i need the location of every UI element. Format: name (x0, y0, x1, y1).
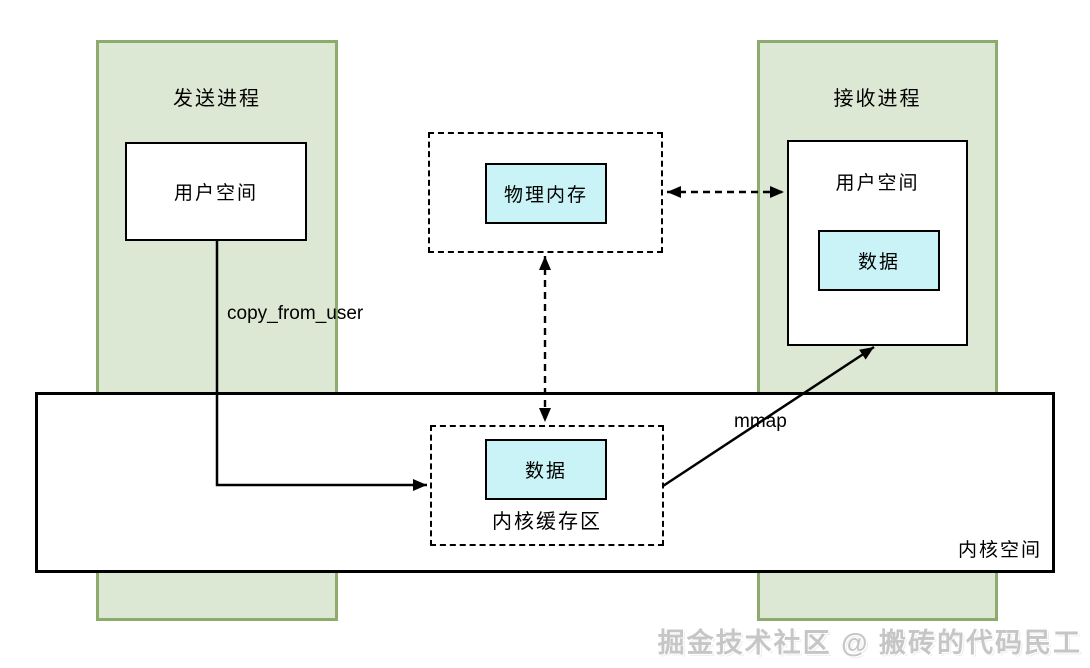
kernel-buffer-data-box: 数据 (485, 439, 607, 500)
receiver-user-space-label: 用户空间 (835, 173, 920, 194)
kernel-buffer-data-label: 数据 (524, 461, 567, 482)
kernel-buffer-label: 内核缓存区 (492, 511, 602, 533)
receiver-user-space-box: 用户空间 数据 (787, 140, 968, 346)
mmap-label: mmap (734, 411, 787, 432)
kernel-buffer-box: 数据 内核缓存区 (430, 425, 664, 546)
copy-from-user-label: copy_from_user (227, 303, 364, 324)
receiver-process-title: 接收进程 (833, 88, 922, 110)
sender-process-title: 发送进程 (173, 88, 261, 110)
sender-user-space-label: 用户空间 (173, 183, 258, 204)
physical-memory-label: 物理内存 (503, 185, 588, 206)
watermark-text: 掘金技术社区 @ 搬砖的代码民工 (657, 628, 1082, 658)
receiver-data-box: 数据 (818, 230, 940, 291)
kernel-space-label: 内核空间 (957, 540, 1042, 561)
receiver-data-label: 数据 (857, 252, 900, 273)
physical-memory-data-box: 物理内存 (485, 163, 607, 224)
physical-memory-box: 物理内存 (428, 132, 663, 253)
sender-user-space-box: 用户空间 (125, 142, 307, 241)
